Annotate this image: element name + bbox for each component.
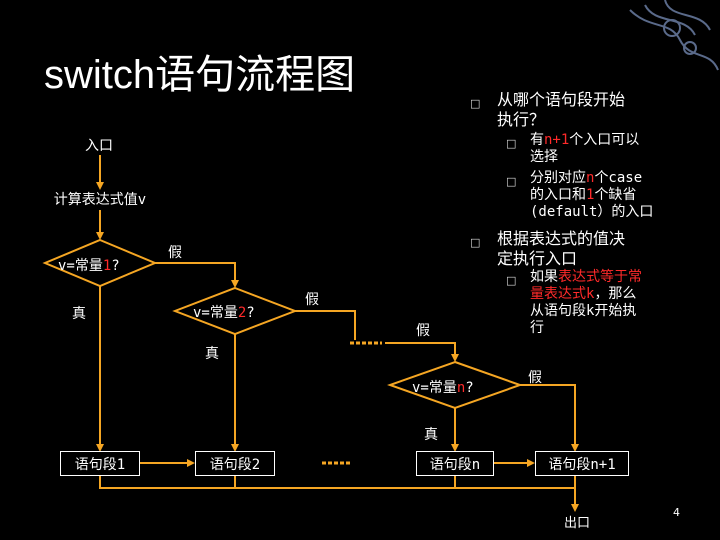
note-sub-3: 如果表达式等于常量表达式k，那么从语句段k开始执行	[530, 269, 642, 336]
false-label-2: 假	[305, 292, 319, 308]
true-label-1: 真	[72, 306, 86, 322]
note-sub-1: 有n+1个入口可以选择	[530, 132, 640, 165]
condition-1: v=常量1?	[58, 258, 120, 274]
bullet-icon: □	[470, 236, 481, 249]
condition-2: v=常量2?	[193, 305, 255, 321]
condition-n: v=常量n?	[412, 380, 474, 396]
true-label-2: 真	[205, 346, 219, 362]
bullet-icon: □	[506, 175, 517, 188]
false-label-4: 假	[528, 370, 542, 386]
note-question-2: 根据表达式的值决定执行入口	[497, 229, 626, 268]
page-title: switch语句流程图	[44, 53, 356, 97]
bullet-icon: □	[506, 274, 517, 287]
segment-1-box: 语句段1	[60, 451, 140, 476]
true-label-n: 真	[424, 427, 438, 443]
note-question-1: 从哪个语句段开始执行？	[497, 90, 626, 129]
compute-step: 计算表达式值v	[53, 192, 147, 208]
corner-ornament	[629, 0, 719, 71]
exit-label: 出口	[564, 516, 591, 531]
false-label-3: 假	[416, 323, 430, 339]
page-number: 4	[673, 506, 680, 519]
segment-n1-box: 语句段n+1	[535, 451, 629, 476]
false-label-1: 假	[168, 245, 182, 261]
entry-label: 入口	[85, 138, 113, 154]
bullet-icon: □	[506, 137, 517, 150]
segment-2-box: 语句段2	[195, 451, 275, 476]
segment-n-box: 语句段n	[416, 451, 494, 476]
bullet-icon: □	[470, 97, 481, 110]
